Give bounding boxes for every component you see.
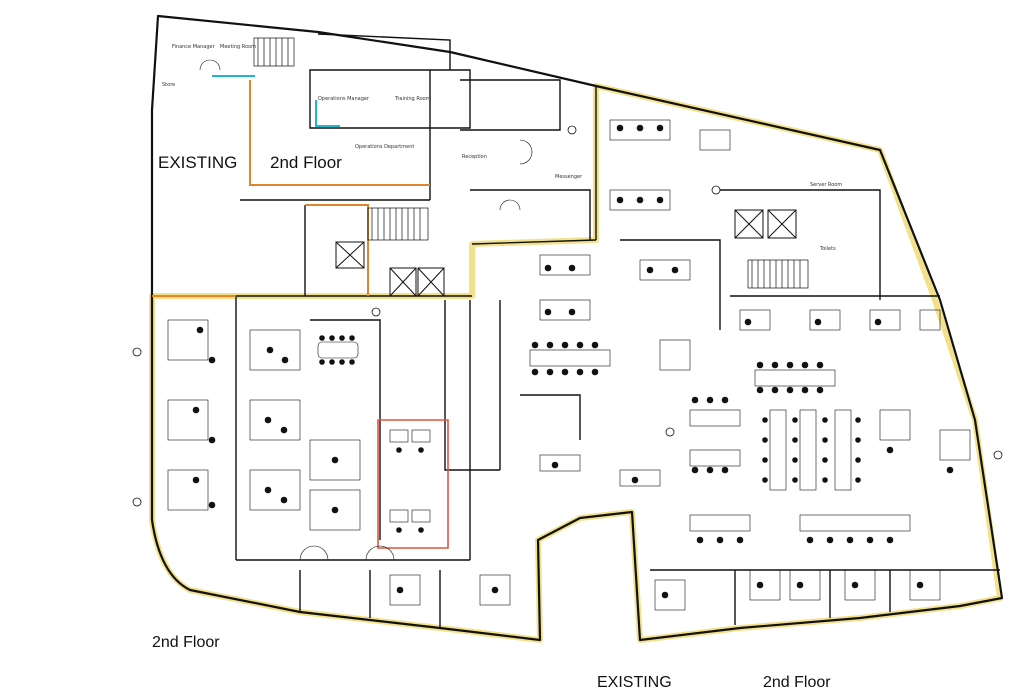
red-zone <box>377 419 449 549</box>
room-label-meeting-room: Meeting Room <box>220 44 256 50</box>
cyan-zone <box>212 75 340 127</box>
room-label-operations-department: Operations Department <box>355 144 414 150</box>
room-label-server-room: Server Room <box>810 182 842 188</box>
callout-markers <box>132 125 1003 507</box>
outer-walls <box>150 14 1004 642</box>
room-labels: Finance Manager Meeting Room Operations … <box>162 44 842 252</box>
room-label-reception: Reception <box>462 154 487 160</box>
room-label-finance-manager: Finance Manager <box>172 44 216 50</box>
room-label-toilets: Toilets <box>819 246 836 252</box>
room-label-store: Store <box>162 82 175 88</box>
label-2nd-floor-bottom-left: 2nd Floor <box>152 634 220 651</box>
stairs <box>253 37 809 289</box>
label-existing-top: EXISTING <box>158 153 238 172</box>
room-label-operations-manager: Operations Manager <box>318 96 370 102</box>
lifts <box>335 209 797 297</box>
interior-walls <box>152 33 1000 628</box>
label-existing-bottom: EXISTING <box>597 674 672 691</box>
room-label-training-room: Training Room <box>394 96 431 102</box>
workstations <box>167 59 971 611</box>
orange-zone <box>152 80 430 297</box>
label-2nd-floor-top: 2nd Floor <box>270 153 342 172</box>
room-label-messenger: Messenger <box>555 174 583 180</box>
label-2nd-floor-bottom-right: 2nd Floor <box>763 674 831 691</box>
